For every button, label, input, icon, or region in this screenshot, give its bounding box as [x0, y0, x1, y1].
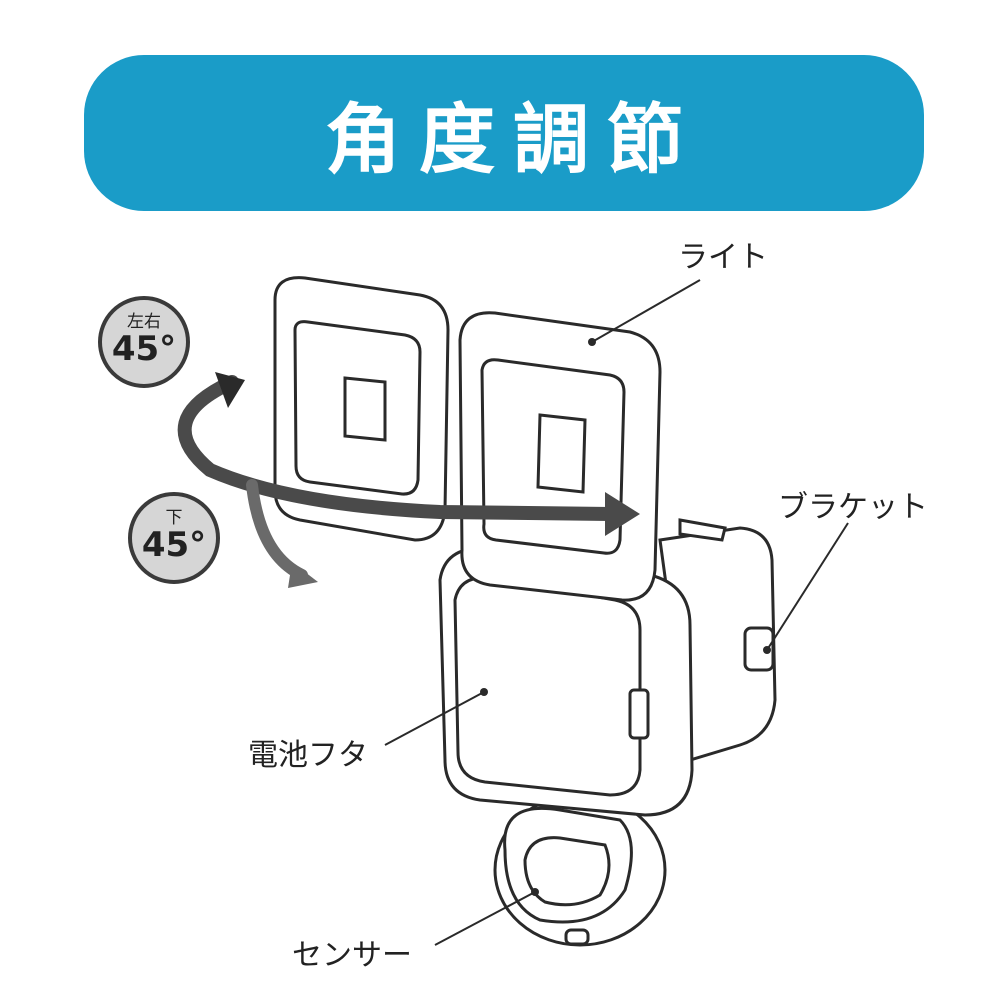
leader-sensor — [434, 891, 536, 946]
page-title: 角度調節 — [325, 95, 701, 184]
light-label: ライト — [678, 240, 768, 275]
sensor-label: センサー — [292, 938, 412, 973]
horizontal-angle-badge: 左右 45° — [98, 296, 190, 388]
horizontal-arrowhead-right — [605, 492, 640, 536]
leader-light — [591, 279, 701, 343]
leader-battery-cover — [384, 691, 485, 746]
leader-bracket-dot — [763, 646, 771, 654]
horizontal-angle-value: 45° — [111, 329, 177, 369]
vertical-angle-badge: 下 45° — [128, 492, 220, 584]
vertical-angle-value: 45° — [141, 525, 207, 565]
leader-bracket — [766, 522, 849, 651]
vertical-arrowhead — [288, 562, 318, 588]
left-light-head — [273, 276, 450, 542]
horizontal-rotation-arrow — [177, 375, 617, 521]
leader-sensor-dot — [531, 888, 539, 896]
sensor-unit — [493, 793, 667, 947]
leader-battery-cover-dot — [480, 688, 488, 696]
title-banner: 角度調節 — [84, 55, 924, 211]
horizontal-arrowhead-top — [215, 372, 245, 408]
right-light-head — [458, 311, 662, 602]
battery-cover-label: 電池フタ — [248, 738, 368, 773]
main-body — [438, 546, 694, 817]
vertical-angle-label: 下 — [165, 508, 183, 528]
horizontal-angle-label: 左右 — [127, 312, 161, 332]
leader-light-dot — [588, 338, 596, 346]
bracket-label: ブラケット — [778, 490, 928, 525]
